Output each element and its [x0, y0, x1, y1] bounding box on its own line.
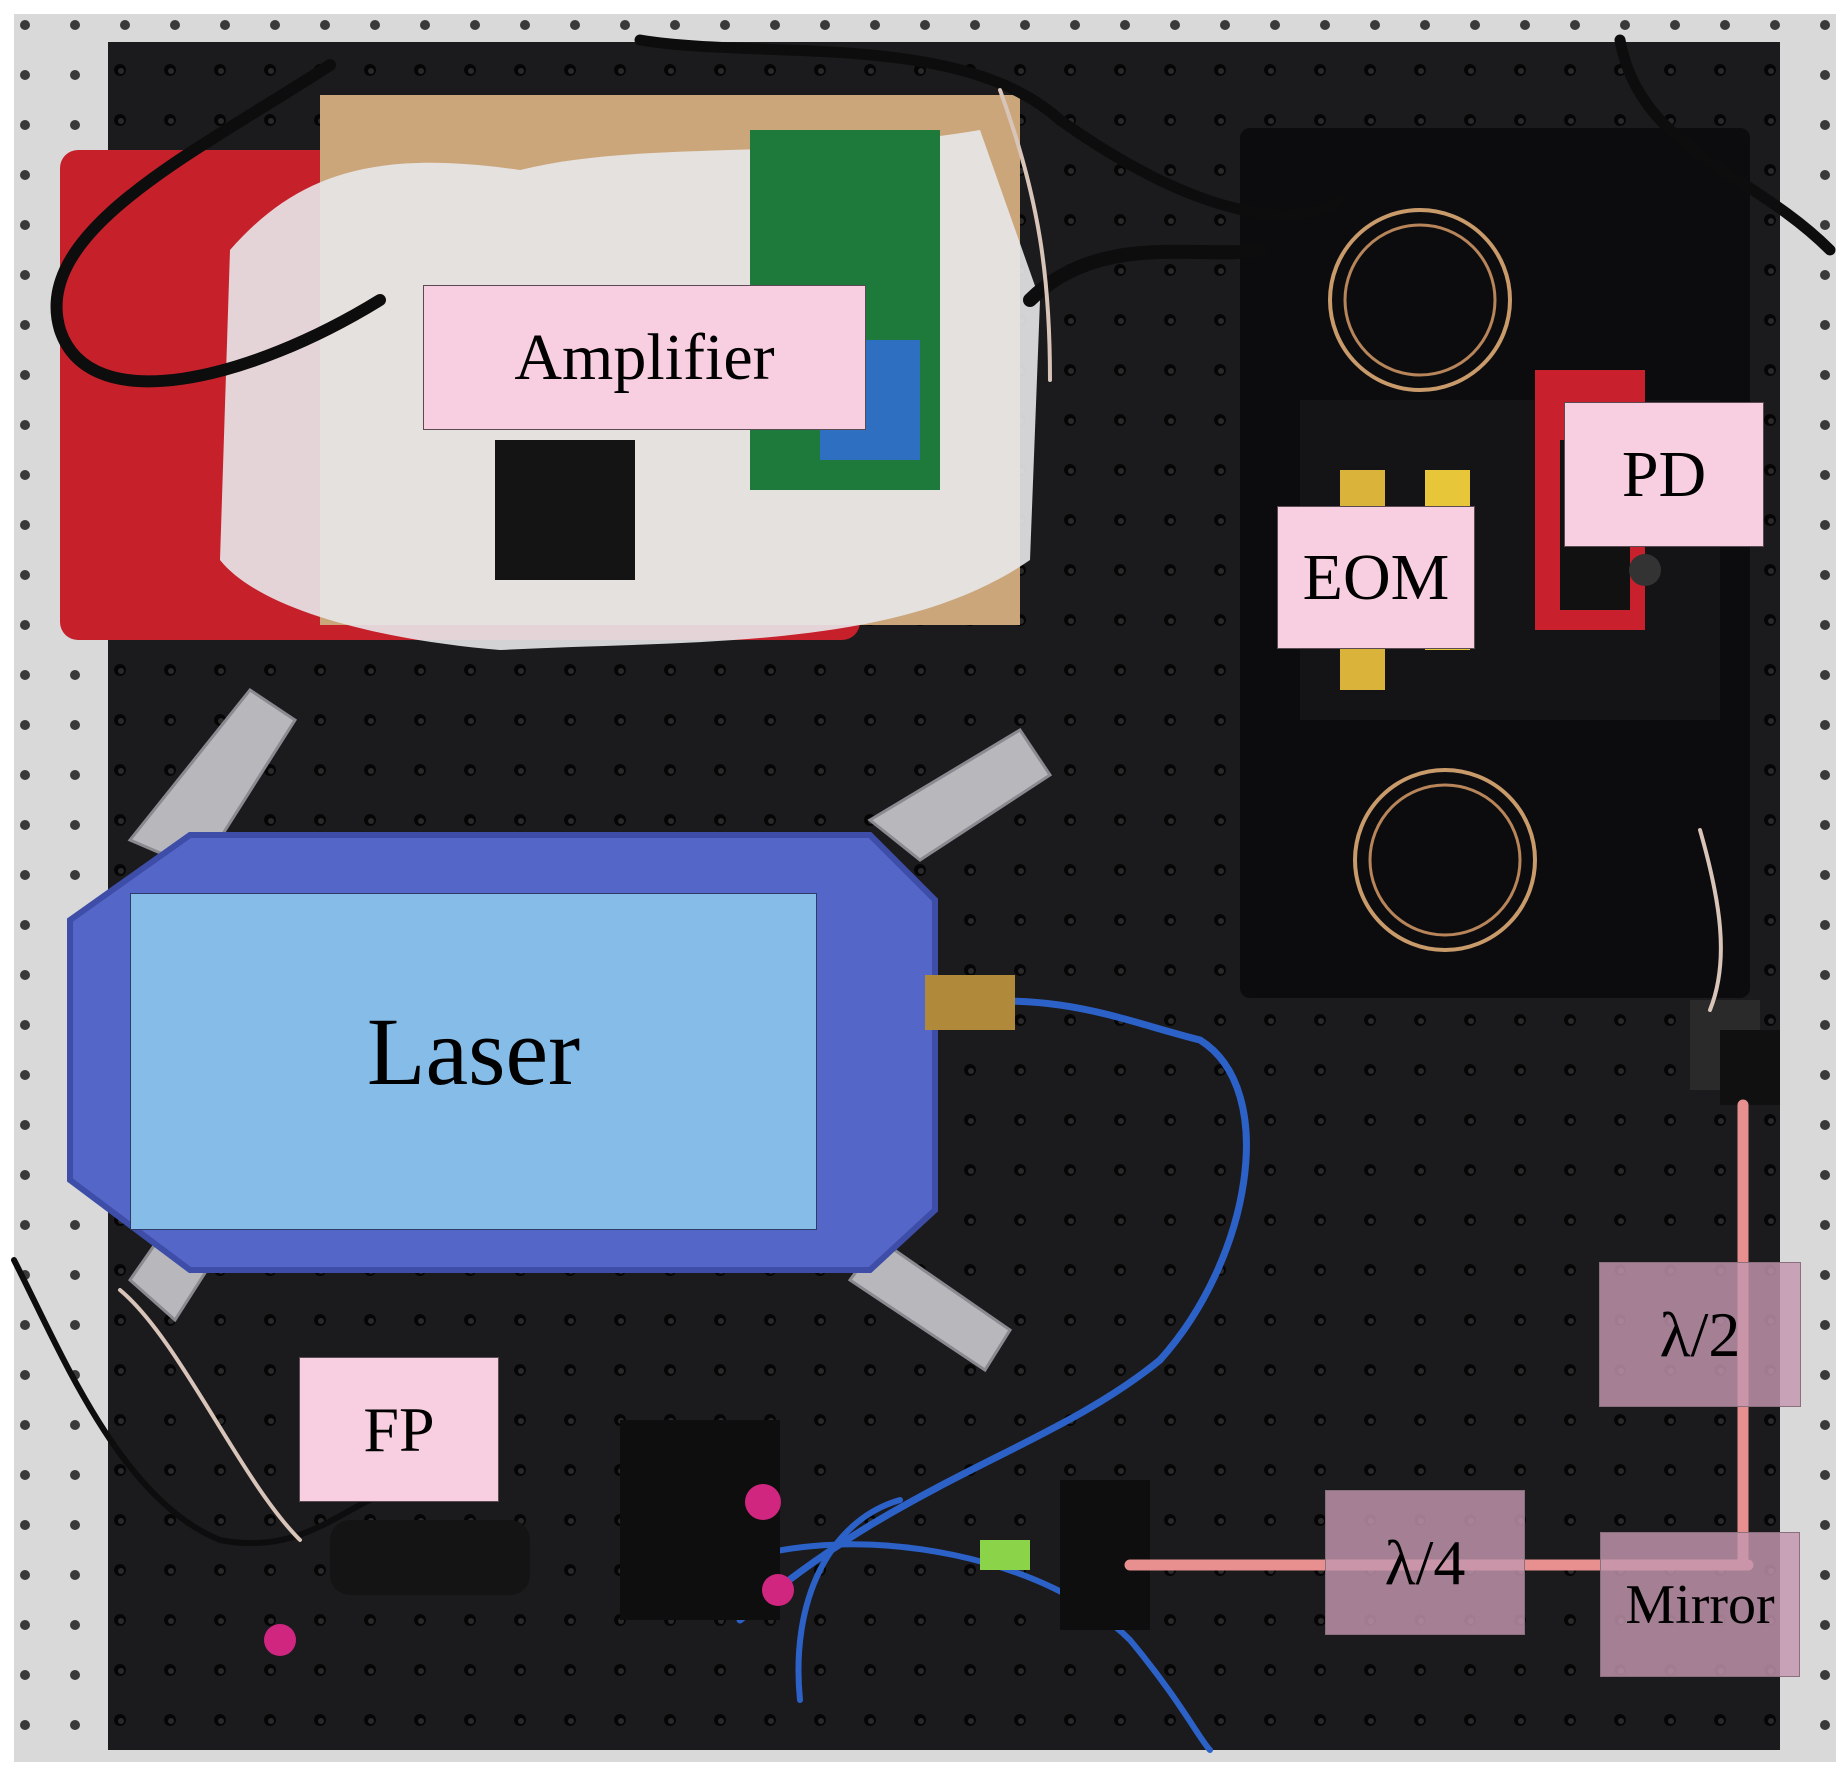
laser-label: Laser [130, 893, 817, 1230]
mirror-label: Mirror [1600, 1532, 1800, 1677]
amplifier-label-text: Amplifier [514, 320, 775, 394]
fiber-optics-bottom [264, 1030, 1780, 1656]
eom-pd-platform [1240, 128, 1760, 1090]
pd-label-text: PD [1621, 437, 1707, 511]
quarter-wave-plate-label-text: λ/4 [1384, 1526, 1466, 1598]
eom-label: EOM [1277, 506, 1475, 649]
pd-label: PD [1564, 402, 1764, 547]
amplifier-label: Amplifier [423, 285, 866, 430]
quarter-wave-plate-label: λ/4 [1325, 1490, 1525, 1635]
half-wave-plate-label-text: λ/2 [1659, 1298, 1741, 1370]
fp-label-text: FP [363, 1393, 435, 1465]
laser-output-connector [925, 975, 1015, 1030]
laser-label-text: Laser [366, 997, 581, 1105]
fp-label: FP [299, 1357, 499, 1502]
mirror-label-text: Mirror [1625, 1573, 1775, 1636]
eom-label-text: EOM [1302, 540, 1450, 614]
half-wave-plate-label: λ/2 [1599, 1262, 1801, 1407]
